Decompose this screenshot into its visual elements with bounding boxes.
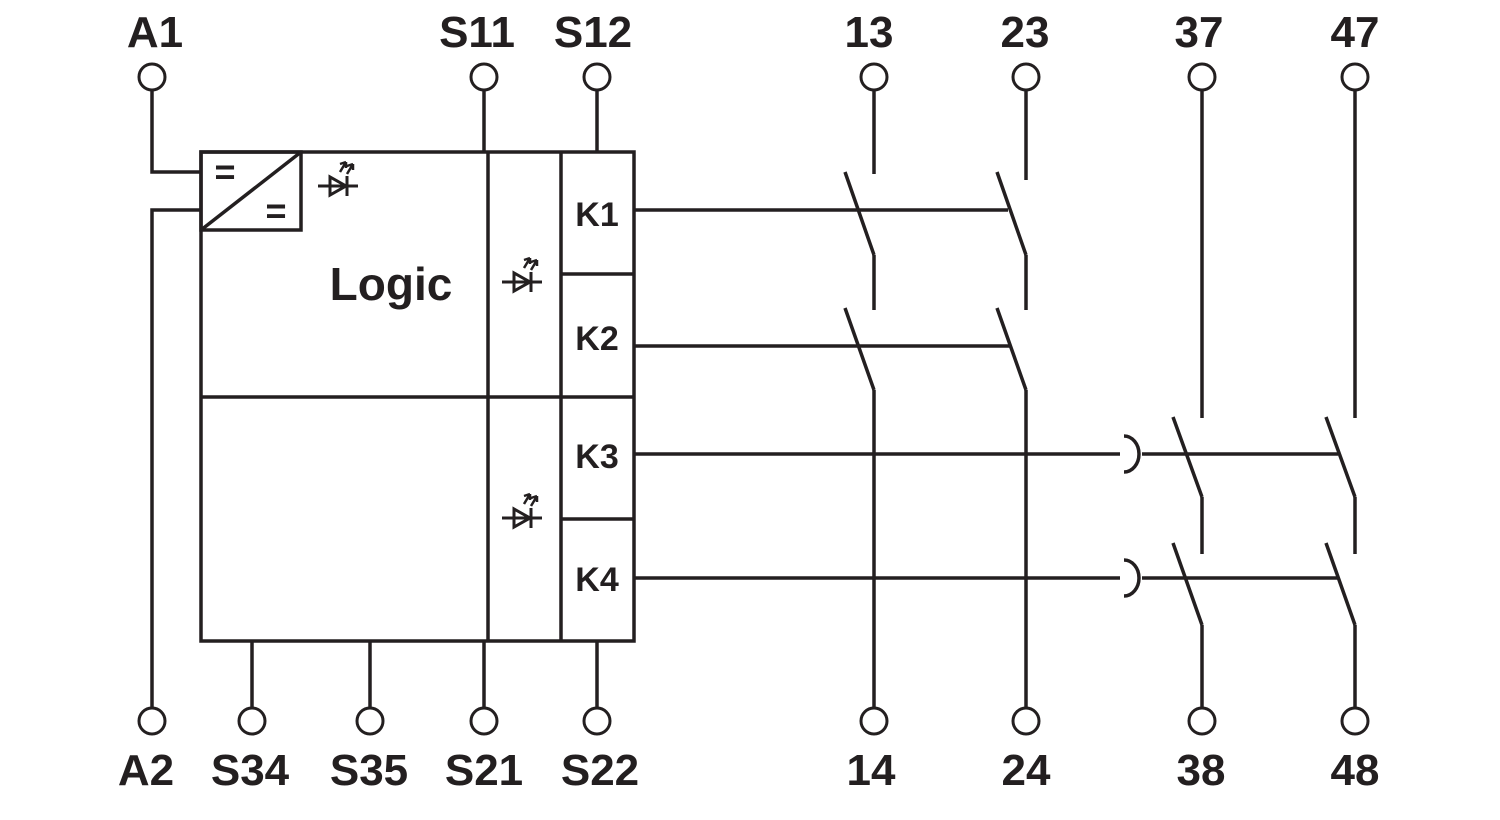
- terminal-a2: [137, 706, 167, 736]
- terminal-14: [859, 706, 889, 736]
- terminal-label-a1: A1: [127, 8, 183, 57]
- logic-label: Logic: [330, 258, 453, 310]
- terminal-label-24: 24: [1002, 746, 1051, 795]
- terminal-label-48: 48: [1331, 746, 1380, 795]
- contact-path-37-38: [1171, 90, 1204, 708]
- terminal-a1: [137, 62, 167, 92]
- converter-output-symbol: =: [265, 190, 286, 231]
- terminal-label-23: 23: [1001, 8, 1050, 57]
- terminal-s11: [469, 62, 499, 92]
- terminal-label-s12: S12: [554, 8, 632, 57]
- terminal-label-14: 14: [847, 746, 896, 795]
- terminal-38: [1187, 706, 1217, 736]
- terminal-label-38: 38: [1177, 746, 1226, 795]
- contact-path-13-14: [843, 90, 876, 708]
- contact-path-47-48: [1324, 90, 1357, 708]
- relay-label-k3: K3: [575, 438, 618, 476]
- logic-block: [199, 150, 636, 643]
- led-icon: [502, 492, 542, 530]
- terminal-label-s11: S11: [439, 8, 515, 57]
- terminal-label-s35: S35: [330, 746, 408, 795]
- dc-converter-symbol: = =: [199, 150, 303, 232]
- terminal-24: [1011, 706, 1041, 736]
- terminal-s34: [237, 706, 267, 736]
- wiring: [150, 90, 599, 708]
- terminal-label-s22: S22: [561, 746, 639, 795]
- relay-label-k4: K4: [575, 561, 619, 599]
- led-icon: [502, 256, 542, 294]
- terminal-label-47: 47: [1331, 8, 1380, 57]
- relay-label-k2: K2: [575, 320, 618, 358]
- terminal-37: [1187, 62, 1217, 92]
- terminal-s21: [469, 706, 499, 736]
- terminal-s35: [355, 706, 385, 736]
- terminal-label-13: 13: [845, 8, 894, 57]
- led-icon: [318, 160, 358, 198]
- terminal-s12: [582, 62, 612, 92]
- relay-linkages: [634, 208, 1338, 598]
- terminal-label-37: 37: [1175, 8, 1224, 57]
- terminal-circles: [137, 62, 1370, 736]
- converter-input-symbol: =: [214, 151, 235, 192]
- terminal-13: [859, 62, 889, 92]
- terminal-label-s21: S21: [445, 746, 523, 795]
- terminal-label-s34: S34: [211, 746, 290, 795]
- terminal-23: [1011, 62, 1041, 92]
- terminal-label-a2: A2: [118, 746, 174, 795]
- terminal-48: [1340, 706, 1370, 736]
- contact-path-23-24: [995, 90, 1028, 708]
- terminal-47: [1340, 62, 1370, 92]
- terminal-s22: [582, 706, 612, 736]
- relay-label-k1: K1: [575, 196, 618, 234]
